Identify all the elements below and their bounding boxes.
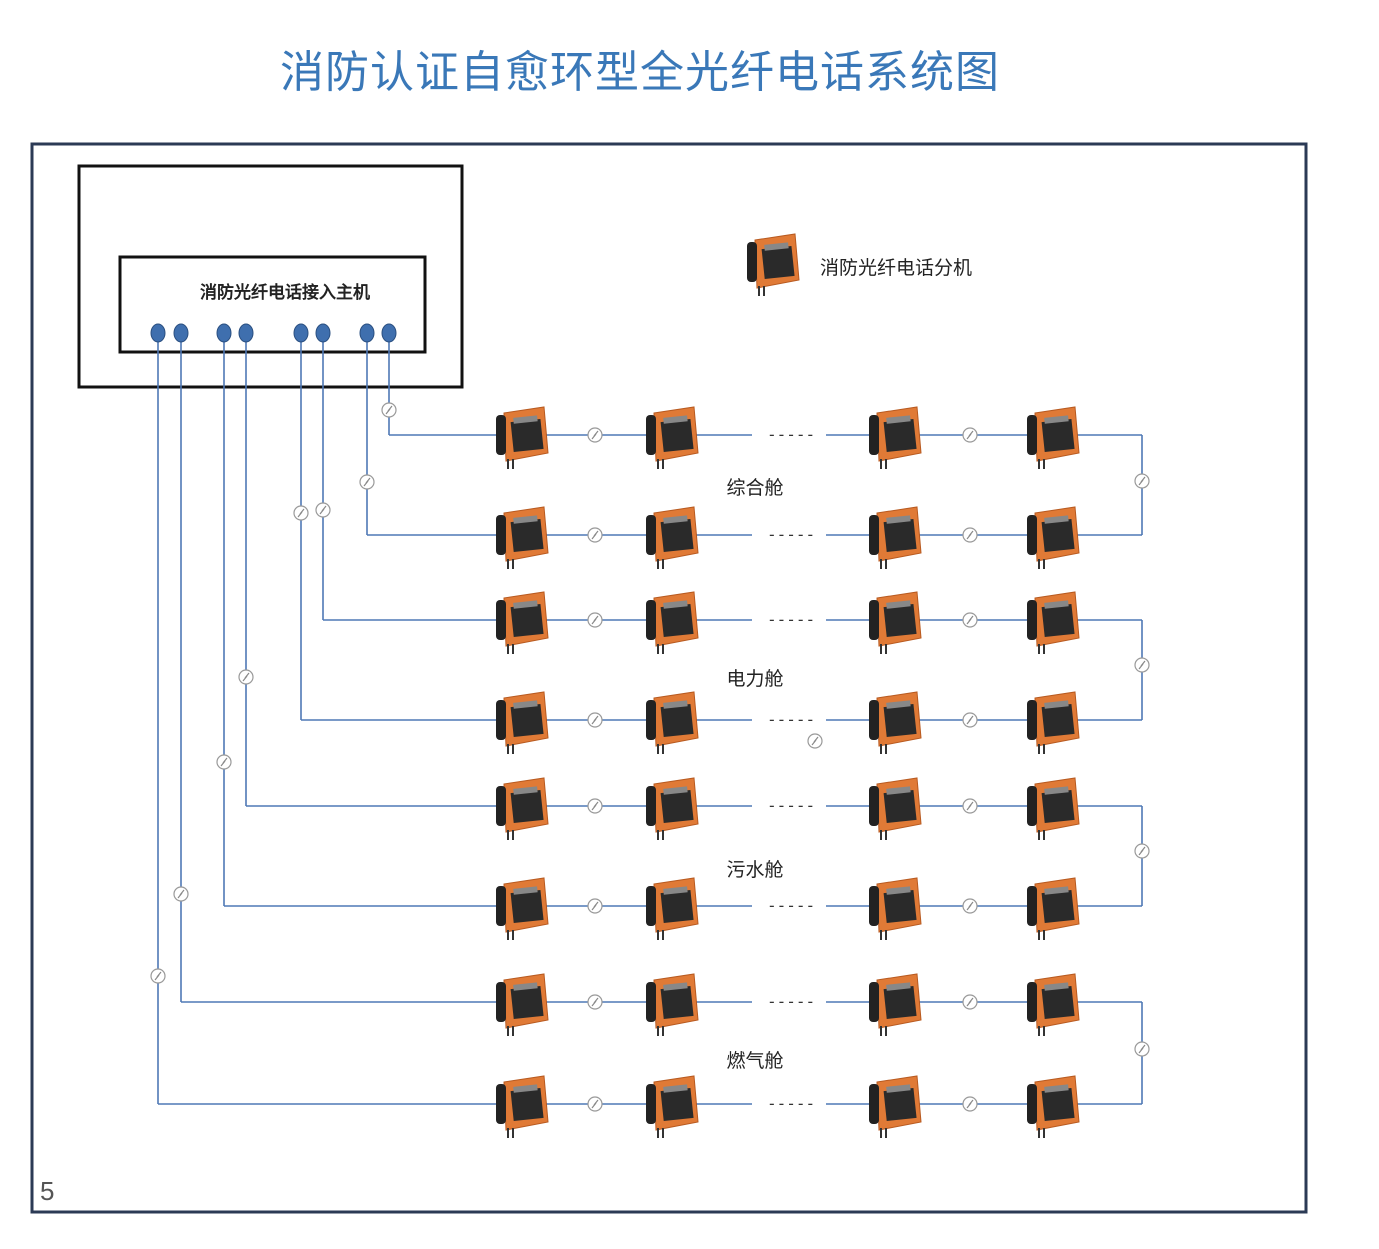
fiber-connector-icon bbox=[359, 474, 375, 490]
fiber-connector-icon bbox=[150, 968, 166, 984]
fiber-connector-icon bbox=[381, 402, 397, 418]
host-port bbox=[359, 323, 375, 343]
zone-label: 污水舱 bbox=[726, 859, 783, 881]
fiber-connector-icon bbox=[962, 427, 978, 443]
fiber-phone-extension-icon bbox=[869, 406, 922, 469]
fiber-phone-extension-icon bbox=[1027, 877, 1080, 940]
zone-label: 电力舱 bbox=[726, 668, 783, 690]
fiber-phone-extension-icon bbox=[1027, 1075, 1080, 1138]
fiber-phone-extension-icon bbox=[869, 691, 922, 754]
host-port bbox=[238, 323, 254, 343]
frame bbox=[30, 142, 1308, 1214]
fiber-phone-extension-icon bbox=[1027, 691, 1080, 754]
fiber-phone-extension-icon bbox=[646, 777, 699, 840]
fiber-connector-icon bbox=[962, 712, 978, 728]
fiber-phone-extension-icon bbox=[496, 406, 549, 469]
fiber-phone-extension-icon bbox=[1027, 591, 1080, 654]
legend: 消防光纤电话分机 bbox=[747, 233, 972, 296]
fiber-connector-icon bbox=[962, 1096, 978, 1112]
fiber-connector-icon bbox=[1134, 657, 1150, 673]
fiber-connector-icon bbox=[587, 612, 603, 628]
ellipsis: ----- bbox=[767, 525, 815, 544]
host-port bbox=[150, 323, 166, 343]
fiber-phone-extension-icon bbox=[496, 591, 549, 654]
host-port bbox=[216, 323, 232, 343]
zone-label: 燃气舱 bbox=[726, 1050, 783, 1072]
host-port bbox=[315, 323, 331, 343]
host-port bbox=[381, 323, 397, 343]
page-number: 5 bbox=[40, 1176, 54, 1206]
fiber-phone-extension-icon bbox=[1027, 973, 1080, 1036]
fiber-phone-extension-icon bbox=[869, 506, 922, 569]
fiber-phone-extension-icon bbox=[1027, 506, 1080, 569]
fiber-connector-icon bbox=[587, 427, 603, 443]
ellipsis: ----- bbox=[767, 992, 815, 1011]
ellipsis: ----- bbox=[767, 796, 815, 815]
host-port bbox=[293, 323, 309, 343]
fiber-connector-icon bbox=[587, 994, 603, 1010]
fiber-connector-icon bbox=[293, 505, 309, 521]
ellipsis: ----- bbox=[767, 610, 815, 629]
host-port bbox=[173, 323, 189, 343]
fiber-connector-icon bbox=[962, 612, 978, 628]
fiber-phone-extension-icon bbox=[869, 591, 922, 654]
ellipsis: ----- bbox=[767, 1094, 815, 1113]
host-label: 消防光纤电话接入主机 bbox=[200, 282, 370, 303]
fiber-connector-icon bbox=[238, 669, 254, 685]
fiber-connector-icon bbox=[216, 754, 232, 770]
fiber-connector-icon bbox=[1134, 473, 1150, 489]
fiber-connector-icon bbox=[587, 712, 603, 728]
fiber-phone-extension-icon bbox=[869, 973, 922, 1036]
fiber-connector-icon bbox=[1134, 843, 1150, 859]
fiber-phone-extension-icon bbox=[646, 973, 699, 1036]
fiber-phone-extension-icon bbox=[646, 877, 699, 940]
fiber-phone-extension-icon bbox=[496, 691, 549, 754]
fiber-connector-icon bbox=[587, 1096, 603, 1112]
fiber-phone-extension-icon bbox=[646, 506, 699, 569]
fiber-connector-icon bbox=[315, 502, 331, 518]
legend-label: 消防光纤电话分机 bbox=[820, 257, 972, 279]
fiber-phone-extension-icon bbox=[646, 591, 699, 654]
ellipsis: ----- bbox=[767, 896, 815, 915]
fiber-phone-extension-icon bbox=[869, 1075, 922, 1138]
ellipsis: ----- bbox=[767, 425, 815, 444]
fiber-phone-extension-icon bbox=[869, 877, 922, 940]
fiber-connector-icon bbox=[587, 798, 603, 814]
fiber-connector-icon bbox=[962, 527, 978, 543]
fiber-connector-icon bbox=[962, 798, 978, 814]
fiber-phone-extension-icon bbox=[1027, 406, 1080, 469]
fiber-phone-extension-icon bbox=[869, 777, 922, 840]
zone-label: 综合舱 bbox=[726, 477, 783, 499]
fiber-connector-icon bbox=[807, 733, 823, 749]
fiber-connector-icon bbox=[1134, 1041, 1150, 1057]
host-cabinet bbox=[77, 164, 464, 389]
fiber-phone-extension-icon bbox=[1027, 777, 1080, 840]
fiber-phone-extension-icon bbox=[646, 1075, 699, 1138]
fiber-phone-extension-icon bbox=[496, 506, 549, 569]
page-title: 消防认证自愈环型全光纤电话系统图 bbox=[280, 47, 1000, 98]
fiber-phone-extension-icon bbox=[496, 877, 549, 940]
fiber-phone-extension-icon bbox=[646, 406, 699, 469]
host-unit bbox=[118, 255, 427, 354]
fiber-phone-extension-icon bbox=[646, 691, 699, 754]
fiber-phone-extension-icon bbox=[496, 1075, 549, 1138]
fiber-phone-extension-icon bbox=[747, 233, 800, 296]
fiber-connector-icon bbox=[962, 994, 978, 1010]
ellipsis: ----- bbox=[767, 710, 815, 729]
fiber-phone-extension-icon bbox=[496, 973, 549, 1036]
fiber-connector-icon bbox=[173, 886, 189, 902]
fiber-connector-icon bbox=[587, 527, 603, 543]
fiber-connector-icon bbox=[962, 898, 978, 914]
fiber-phone-extension-icon bbox=[496, 777, 549, 840]
fiber-connector-icon bbox=[587, 898, 603, 914]
